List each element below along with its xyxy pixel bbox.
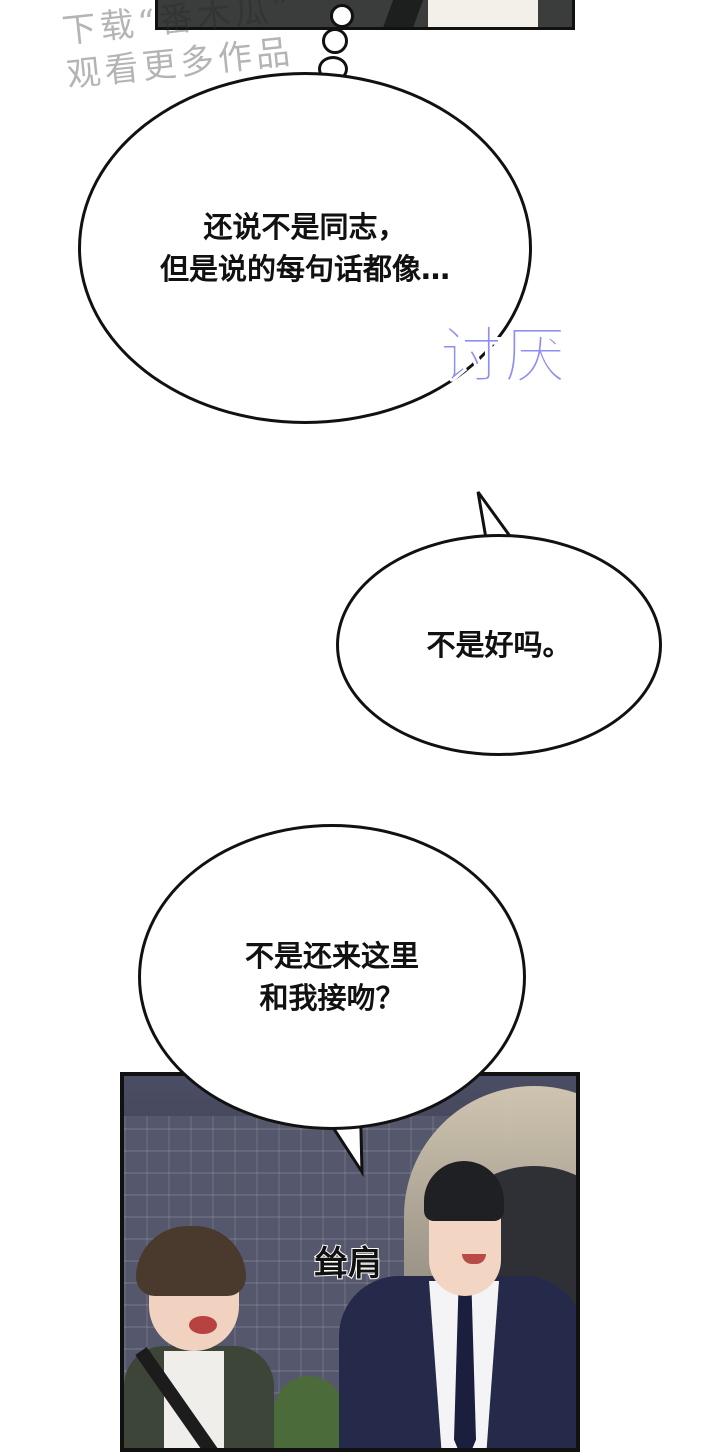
speech-bubble-3: 不是还来这里 和我接吻？ bbox=[138, 824, 526, 1130]
bag-strap bbox=[380, 0, 426, 27]
thought-dot bbox=[322, 28, 348, 54]
character-right-smile bbox=[462, 1254, 486, 1264]
bubble-text: 不是好吗。 bbox=[426, 628, 572, 662]
hedge bbox=[274, 1376, 344, 1448]
thought-dot bbox=[330, 4, 354, 28]
bottom-comic-panel: 耸肩 bbox=[120, 1072, 580, 1452]
character-left-hair bbox=[136, 1226, 246, 1296]
speech-bubble-2: 不是好吗。 bbox=[336, 534, 662, 756]
top-comic-panel bbox=[155, 0, 575, 30]
thought-bubble-1: 还说不是同志， 但是说的每句话都像… bbox=[78, 72, 532, 424]
character-right-hair bbox=[424, 1161, 504, 1221]
character-left-mouth bbox=[189, 1316, 217, 1334]
character-right-tie bbox=[454, 1291, 476, 1448]
bubble-text: 不是还来这里 和我接吻？ bbox=[244, 939, 419, 1015]
panel-sfx-label: 耸肩 bbox=[313, 1243, 383, 1285]
sound-effect-text: 讨厌 bbox=[439, 319, 569, 393]
bubble-text: 还说不是同志， 但是说的每句话都像… bbox=[159, 210, 450, 286]
shirt bbox=[428, 0, 538, 27]
